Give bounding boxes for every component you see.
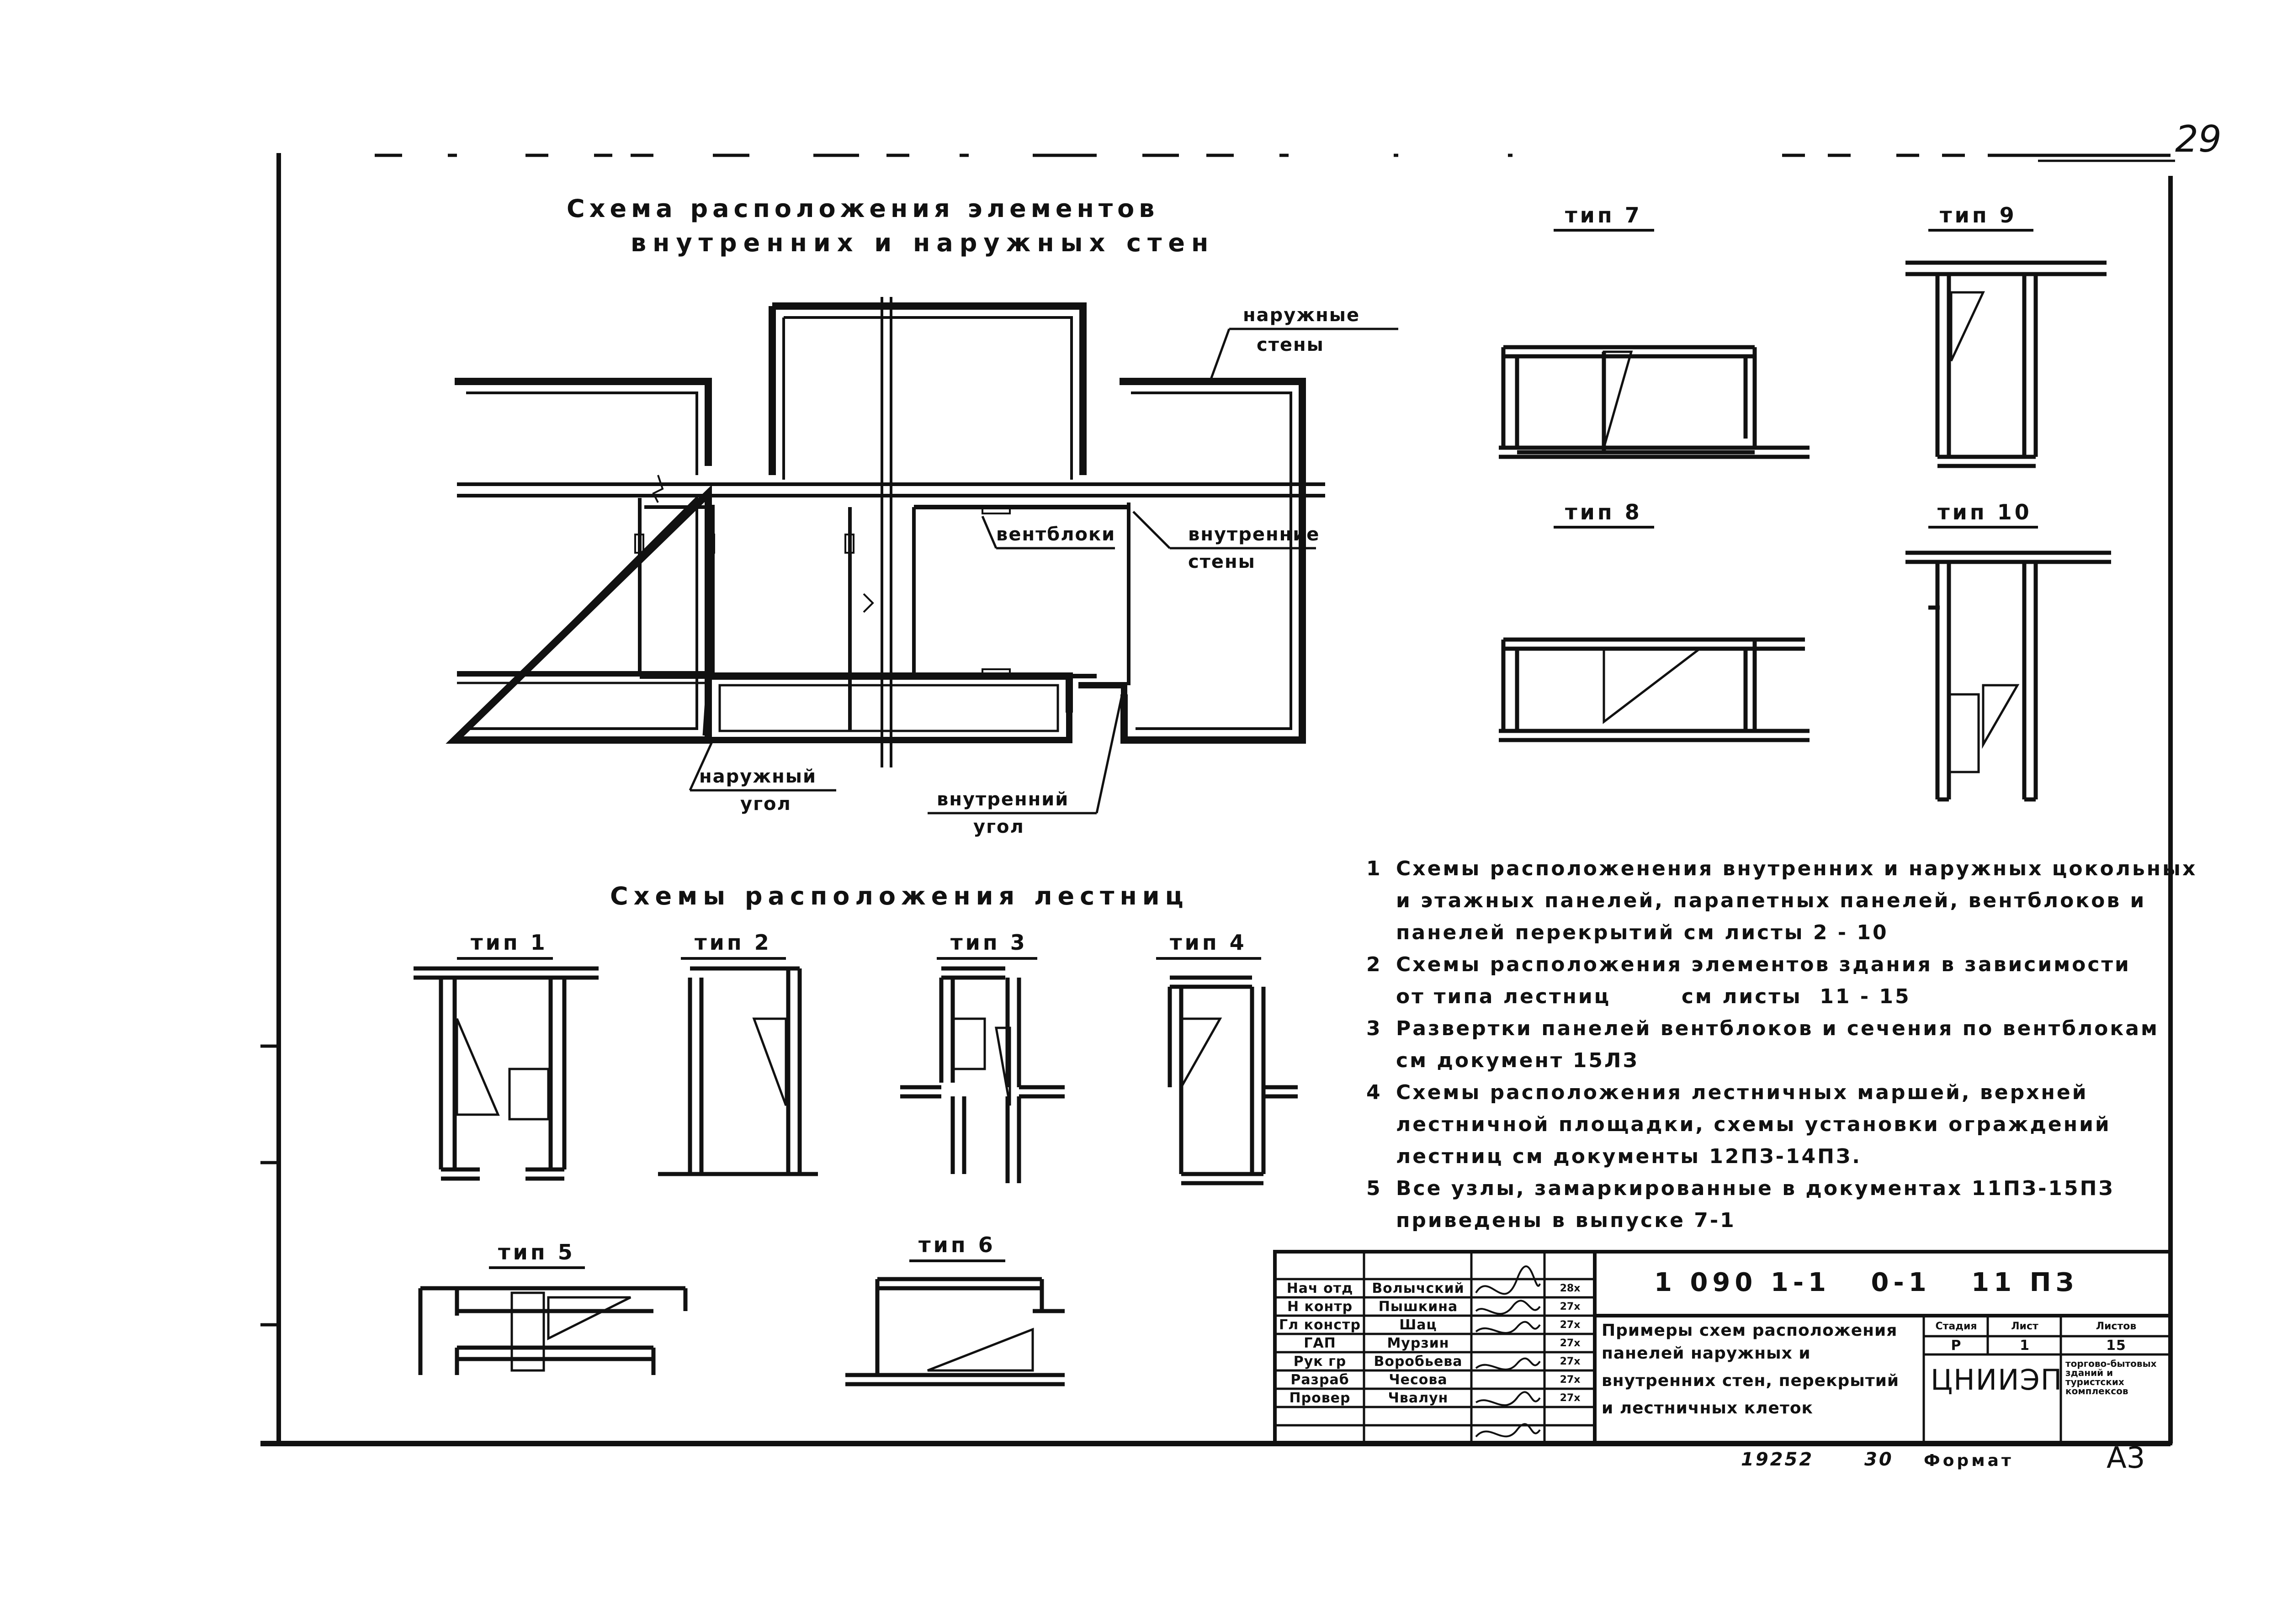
copy-number: 30 — [1864, 1449, 1894, 1470]
inner-wall-left — [462, 391, 698, 730]
outer-wall-left — [446, 378, 712, 744]
role-7: Провер — [1289, 1390, 1351, 1406]
note-4-line-1: Схемы расположения лестничных маршей, ве… — [1396, 1081, 2088, 1104]
note-3-number: 3 — [1366, 1017, 1382, 1040]
stair-type-9-label: тип 9 — [1940, 203, 2017, 227]
page-number: 29 — [2175, 118, 2222, 160]
sheet-value: 1 — [2020, 1337, 2030, 1354]
stair-type-6-label: тип 6 — [918, 1233, 996, 1257]
sheets-value: 15 — [2106, 1337, 2126, 1354]
date-1: 28х — [1560, 1282, 1581, 1294]
walls-scheme-heading-line1: Схема расположения элементов — [567, 194, 1159, 223]
note-2-line-2: от типа лестниц см листы 11 - 15 — [1396, 985, 1911, 1008]
role-2: Н контр — [1287, 1298, 1353, 1315]
note-5-line-1: Все узлы, замаркированные в документах 1… — [1396, 1177, 2115, 1200]
organization-detail: торгово-бытовых зданий и туристских комп… — [2065, 1358, 2157, 1397]
note-2-number: 2 — [1366, 953, 1382, 976]
document-title-line-1: Примеры схем расположения — [1602, 1321, 1898, 1340]
stage-label: Стадия — [1935, 1321, 1977, 1332]
inner-wall-center — [782, 316, 1073, 480]
date-4: 27х — [1560, 1337, 1581, 1349]
sheet-label: Лист — [2011, 1321, 2038, 1332]
stair-type-7-label: тип 7 — [1565, 203, 1642, 227]
plan-leaders — [689, 328, 1398, 815]
label-inner-corner-2: угол — [973, 816, 1024, 837]
note-1-line-1: Схемы расположенения внутренних и наружн… — [1396, 857, 2197, 880]
label-outer-walls-2: стены — [1257, 334, 1324, 355]
role-3: Гл констр — [1279, 1317, 1361, 1333]
walls-scheme-heading-line2: внутренних и наружных стен — [631, 228, 1215, 257]
inner-wall-right — [1131, 391, 1292, 730]
note-3-line-2: см документ 15ЛЗ — [1396, 1049, 1639, 1072]
name-6: Чесова — [1389, 1371, 1448, 1388]
label-inner-walls-1: внутренние — [1188, 524, 1320, 545]
stair-type-8-label: тип 8 — [1565, 500, 1642, 524]
document-code: 1 090 1-1 0-1 11 ПЗ — [1654, 1268, 2079, 1297]
stair-type-4-label: тип 4 — [1170, 930, 1247, 955]
stair-type-symbols — [414, 260, 2111, 1386]
title-block-grid — [1273, 1250, 2172, 1445]
name-7: Чвалун — [1388, 1390, 1449, 1406]
role-5: Рук гр — [1293, 1353, 1347, 1370]
role-6: Разраб — [1290, 1371, 1349, 1388]
name-3: Шац — [1399, 1317, 1437, 1333]
stair-type-3-label: тип 3 — [950, 930, 1028, 955]
sheets-label: Листов — [2096, 1321, 2137, 1332]
date-2: 27х — [1560, 1301, 1581, 1312]
label-outer-corner-2: угол — [740, 793, 791, 815]
organization-name: ЦНИИЭП — [1931, 1363, 2063, 1397]
role-4: ГАП — [1304, 1335, 1336, 1351]
note-5-line-2: приведены в выпуске 7-1 — [1396, 1209, 1736, 1232]
inventory-number: 19252 — [1741, 1449, 1814, 1470]
label-outer-corner-1: наружный — [699, 766, 817, 787]
note-4-line-2: лестничной площадки, схемы установки огр… — [1396, 1113, 2111, 1136]
note-4-line-3: лестниц см документы 12ПЗ-14ПЗ. — [1396, 1145, 1862, 1168]
document-title-line-3: внутренних стен, перекрытий — [1602, 1371, 1900, 1390]
note-1-number: 1 — [1366, 857, 1382, 880]
format-label: Формат — [1924, 1451, 2014, 1470]
stage-value: Р — [1951, 1337, 1962, 1354]
document-title-line-4: и лестничных клеток — [1602, 1399, 1813, 1418]
note-1-line-2: и этажных панелей, парапетных панелей, в… — [1396, 889, 2146, 912]
role-1: Нач отд — [1286, 1280, 1353, 1296]
label-outer-walls-1: наружные — [1243, 305, 1360, 326]
stairs-scheme-heading: Схемы расположения лестниц — [610, 882, 1189, 910]
type-underlines — [457, 229, 2038, 1269]
label-vent-blocks: вентблоки — [996, 524, 1116, 545]
note-5-number: 5 — [1366, 1177, 1382, 1200]
signatures — [1475, 1265, 1541, 1438]
note-1-line-3: панелей перекрытий см листы 2 - 10 — [1396, 921, 1889, 944]
building-plan — [446, 297, 1325, 767]
date-7: 27х — [1560, 1392, 1581, 1404]
stair-type-1-label: тип 1 — [471, 930, 548, 955]
name-1: Волычский — [1372, 1280, 1465, 1296]
date-3: 27х — [1560, 1319, 1581, 1331]
note-3-line-1: Развертки панелей вентблоков и сечения п… — [1396, 1017, 2159, 1040]
stair-type-10-label: тип 10 — [1937, 500, 2032, 524]
date-6: 27х — [1560, 1374, 1581, 1386]
date-5: 27х — [1560, 1355, 1581, 1367]
format-value: А3 — [2107, 1441, 2145, 1475]
stair-type-2-label: тип 2 — [695, 930, 772, 955]
document-title-line-2: панелей наружных и — [1602, 1344, 1811, 1363]
stair-type-5-label: тип 5 — [498, 1240, 575, 1264]
name-4: Мурзин — [1387, 1335, 1449, 1351]
note-4-number: 4 — [1366, 1081, 1382, 1104]
label-inner-corner-1: внутренний — [937, 789, 1069, 810]
name-5: Воробьева — [1374, 1353, 1463, 1370]
name-2: Пышкина — [1378, 1298, 1458, 1315]
note-2-line-1: Схемы расположения элементов здания в за… — [1396, 953, 2131, 976]
label-inner-walls-2: стены — [1188, 551, 1256, 572]
